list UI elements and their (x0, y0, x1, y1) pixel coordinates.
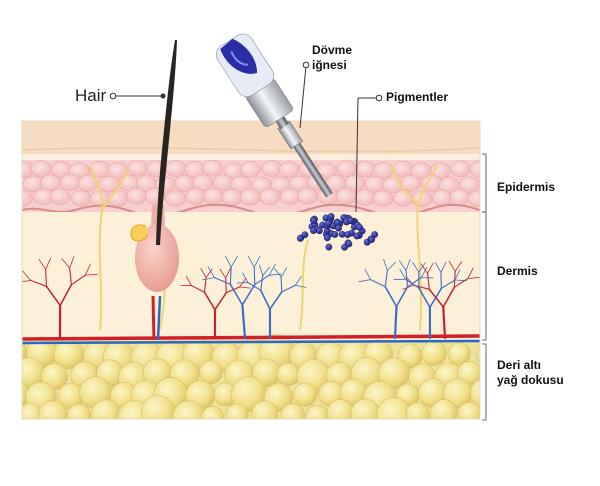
dermis-layer (22, 212, 480, 340)
pigments-label: Pigmentler (386, 90, 448, 105)
fat-label-line2: yağ dokusu (497, 373, 564, 388)
tattoo-needle-label-line1: Dövme (312, 43, 352, 58)
hair-label: Hair (75, 86, 106, 106)
skin-block (2, 121, 517, 435)
tattoo-needle-label-line2: iğnesi (312, 58, 352, 73)
subcutaneous-fat-label: Deri altı yağ dokusu (497, 358, 564, 388)
epidermis-label: Epidermis (497, 180, 555, 195)
fat-label-line1: Deri altı (497, 358, 564, 373)
fat-cells (2, 335, 517, 435)
layer-brackets (482, 154, 486, 420)
dermis-label: Dermis (497, 264, 538, 279)
tattoo-needle-label: Dövme iğnesi (312, 43, 352, 73)
